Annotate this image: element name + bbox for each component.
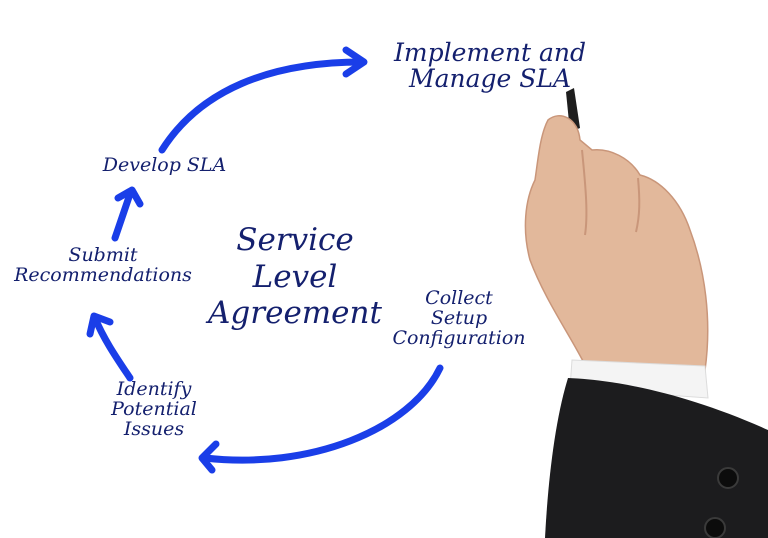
title-line: Service — [236, 222, 354, 258]
step-label-line: Setup — [430, 306, 488, 329]
step-implement-manage-sla: Implement and Manage SLA — [370, 38, 610, 94]
step-identify-potential-issues: Identify Potential Issues — [94, 378, 214, 440]
arrow-submit-to-develop — [111, 190, 134, 242]
step-develop-sla: Develop SLA — [92, 154, 237, 176]
arrow-collect-to-identify — [201, 364, 444, 464]
step-collect-setup-configuration: Collect Setup Configuration — [368, 287, 550, 349]
step-label-line: Develop SLA — [102, 154, 227, 176]
step-label-line: Manage SLA — [408, 64, 572, 94]
step-submit-recommendations: Submit Recommendations — [0, 244, 212, 286]
arrow-identify-to-submit — [91, 314, 134, 382]
step-label-line: Collect — [425, 287, 493, 309]
step-label-line: Identify — [116, 378, 192, 400]
step-label-line: Submit — [68, 244, 138, 266]
step-label-line: Issues — [123, 417, 185, 440]
step-label-line: Configuration — [392, 326, 526, 349]
step-label-line: Recommendations — [14, 263, 192, 286]
title-line: Level — [252, 258, 338, 295]
arrow-develop-to-implement — [158, 58, 366, 154]
title-line: Agreement — [208, 295, 382, 332]
diagram-title: Service Level Agreement — [190, 222, 400, 332]
step-label-line: Potential — [111, 397, 197, 420]
step-label-line: Implement and — [394, 38, 586, 67]
